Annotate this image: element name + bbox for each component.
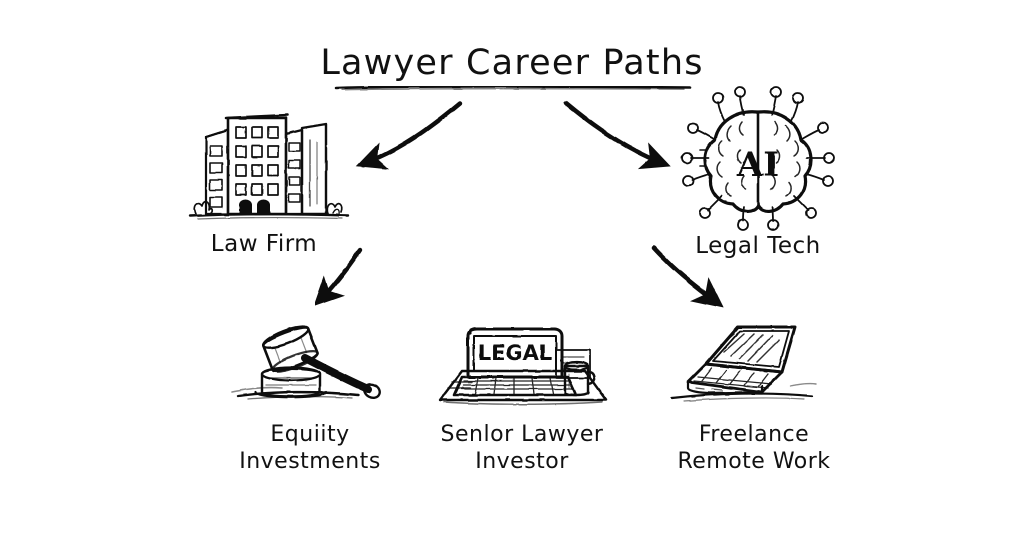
arrow-law-firm-to-equity bbox=[313, 247, 363, 307]
node-label-law-firm: Law Firm bbox=[210, 231, 318, 257]
open-laptop-icon bbox=[670, 325, 817, 402]
arrow-title-to-law-firm bbox=[356, 100, 463, 170]
arrow-title-to-legal-tech bbox=[563, 100, 671, 170]
ai-brain-label: AI bbox=[736, 145, 779, 185]
diagram-title: Lawyer Career Paths bbox=[320, 43, 704, 83]
laptop-desk-icon: LEGAL bbox=[438, 327, 608, 405]
node-label-equity-investments: Equiity Investments bbox=[239, 422, 381, 474]
laptop-screen-label: LEGAL bbox=[478, 341, 553, 365]
gavel-icon bbox=[231, 325, 381, 400]
node-label-legal-tech: Legal Tech bbox=[695, 233, 821, 259]
office-building-icon bbox=[188, 113, 350, 220]
title-underline bbox=[334, 85, 692, 91]
arrow-legal-tech-to-freelance bbox=[651, 245, 724, 309]
node-label-senior-lawyer-investor: Senlor Lawyer Investor bbox=[440, 422, 604, 474]
node-label-freelance-remote-work: Freelance Remote Work bbox=[677, 422, 831, 474]
ai-brain-icon: AI bbox=[681, 86, 835, 231]
